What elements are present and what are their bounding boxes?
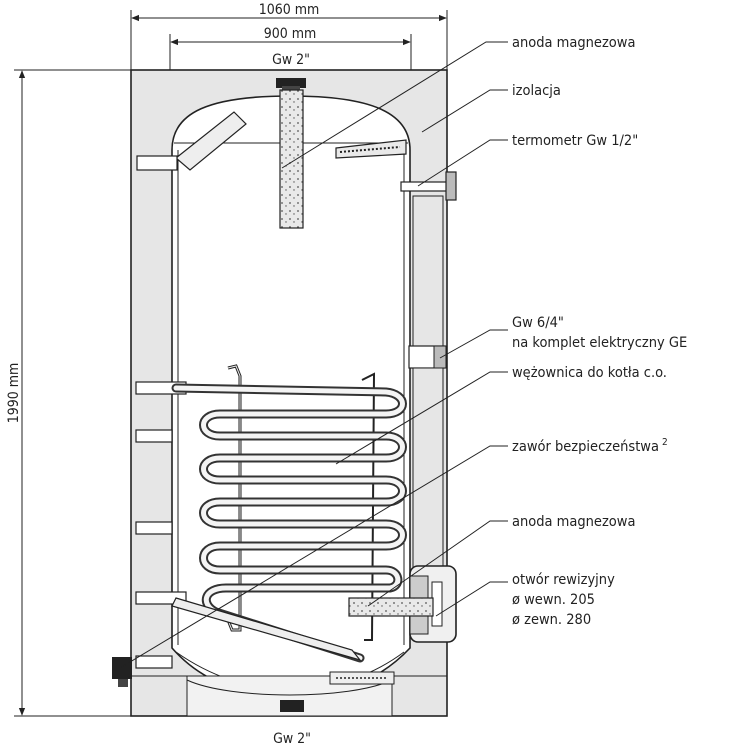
bottom-drain-pipe [329, 671, 395, 685]
heating-coil [171, 383, 407, 663]
label-inspection-line3: ø zewn. 280 [512, 612, 591, 628]
label-safety-valve-note: 2 [662, 437, 668, 448]
label-anode-top: anoda magnezowa [512, 35, 635, 51]
label-thermometer: termometr Gw 1/2" [512, 133, 638, 149]
label-safety-valve-text: zawór bezpieczeństwa [512, 439, 659, 455]
label-inspection-line1: otwór rewizyjny [512, 572, 615, 588]
top-connection-text: Gw 2" [272, 52, 310, 68]
label-insulation: izolacja [512, 83, 561, 99]
label-heater-line2: na komplet elektryczny GE [512, 335, 687, 351]
dimension-height: 1990 mm [6, 69, 132, 717]
label-heater-line1: Gw 6/4" [512, 315, 564, 331]
outer-width-text: 1060 mm [259, 2, 320, 18]
inner-width-text: 900 mm [264, 26, 317, 42]
anode-bottom [348, 597, 434, 617]
label-anode-bottom: anoda magnezowa [512, 514, 635, 530]
electric-heater-connection [408, 345, 447, 569]
bottom-connection-text: Gw 2" [273, 731, 311, 747]
label-inspection-line2: ø wewn. 205 [512, 592, 595, 608]
safety-valve [112, 657, 132, 687]
leader-lines [119, 41, 508, 669]
height-text: 1990 mm [6, 363, 22, 424]
anode-top [279, 89, 304, 229]
thermometer-sheath [335, 139, 407, 159]
dimension-outer-width: 1060 mm [130, 2, 448, 70]
label-coil: wężownica do kotła c.o. [512, 365, 667, 381]
top-left-pipe [136, 111, 247, 171]
bottom-connection [280, 700, 304, 712]
